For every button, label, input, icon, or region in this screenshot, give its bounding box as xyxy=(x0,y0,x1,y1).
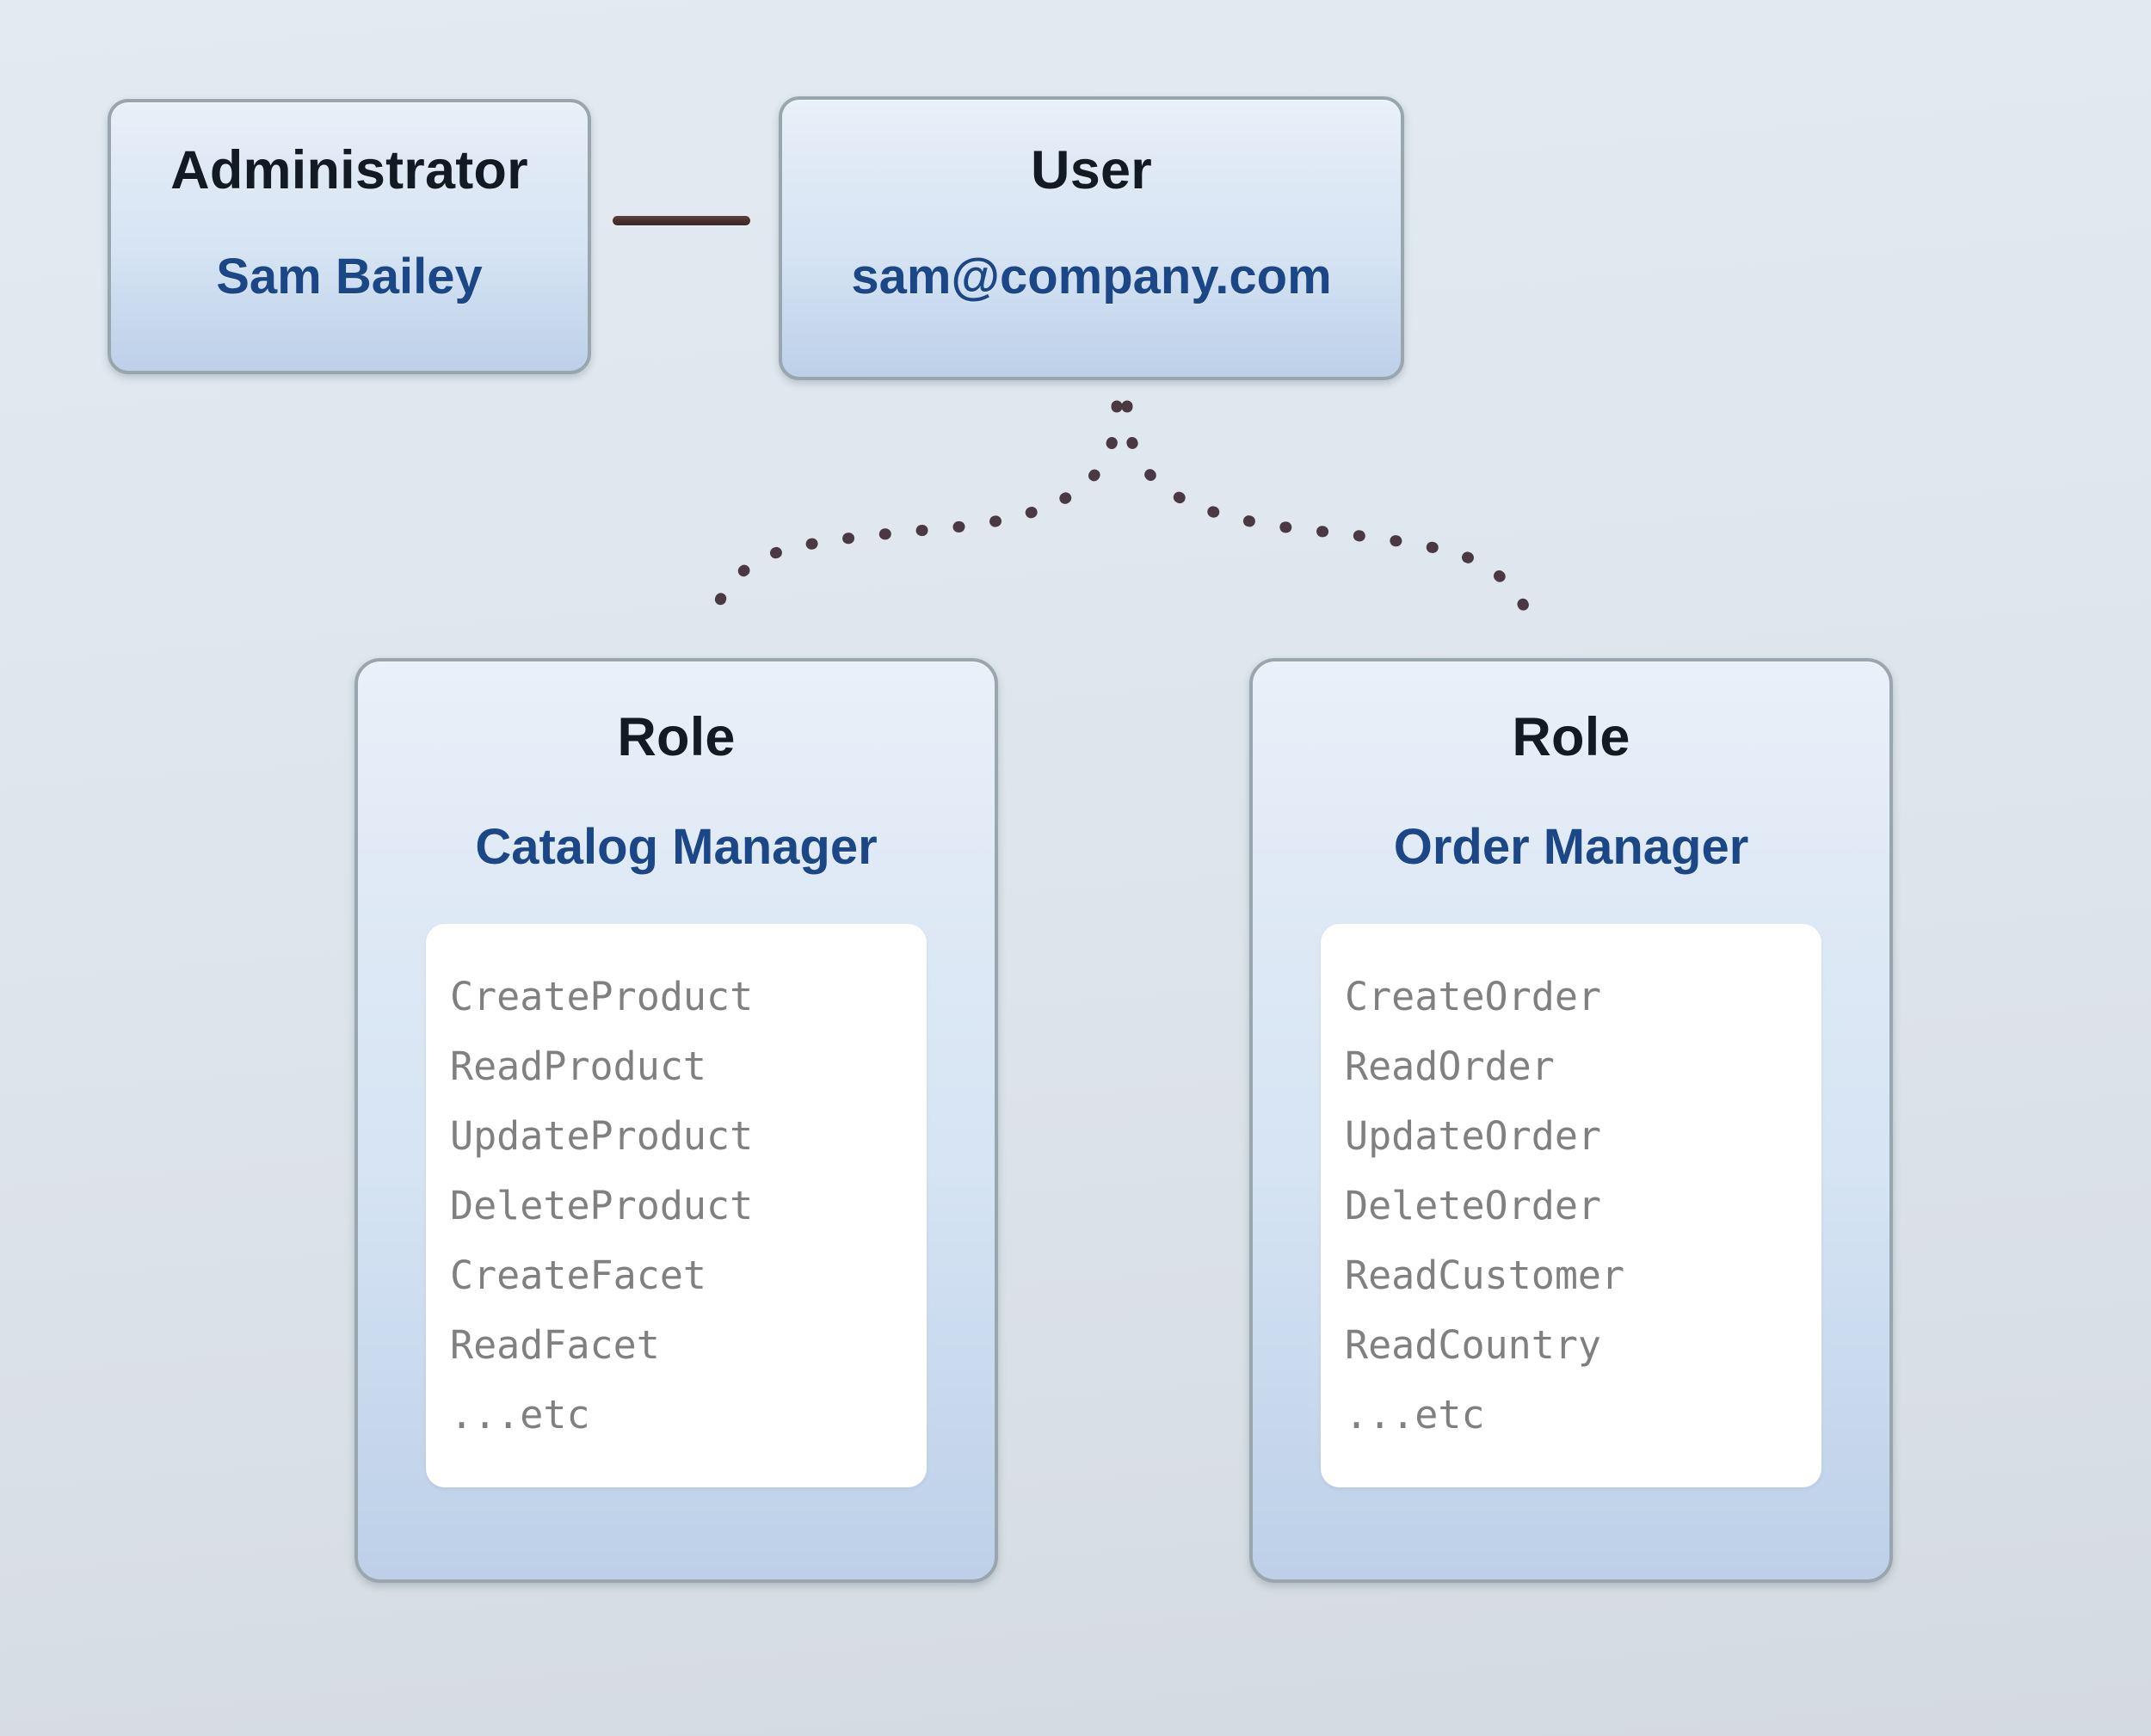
user-to-catalog-role-dotted-path xyxy=(705,400,1123,631)
role-type-label: Role xyxy=(617,707,736,767)
user-value-label: sam@company.com xyxy=(851,249,1332,305)
permission-item: ...etc xyxy=(1345,1392,1485,1437)
permission-item: CreateProduct xyxy=(450,974,754,1019)
permission-item: ReadFacet xyxy=(450,1322,660,1368)
role-type-label: Role xyxy=(1512,707,1630,767)
permission-item: CreateOrder xyxy=(1345,974,1602,1019)
permission-item: ReadProduct xyxy=(450,1043,707,1089)
administrator-node[interactable]: Administrator Sam Bailey xyxy=(108,99,591,374)
permission-item: ReadOrder xyxy=(1345,1043,1555,1089)
user-to-order-role-dotted-path xyxy=(1121,400,1539,632)
user-node[interactable]: User sam@company.com xyxy=(779,96,1404,380)
permission-panel: CreateProduct ReadProduct UpdateProduct … xyxy=(426,924,927,1487)
administrator-type-label: Administrator xyxy=(170,140,528,200)
permission-item: DeleteProduct xyxy=(450,1183,754,1228)
permission-item: ...etc xyxy=(450,1392,590,1437)
administrator-value-label: Sam Bailey xyxy=(216,249,483,305)
permission-panel: CreateOrder ReadOrder UpdateOrder Delete… xyxy=(1321,924,1821,1487)
administrator-user-link xyxy=(613,216,750,225)
role-node-order-manager[interactable]: Role Order Manager CreateOrder ReadOrder… xyxy=(1249,658,1893,1583)
permission-item: DeleteOrder xyxy=(1345,1183,1602,1228)
role-value-label: Order Manager xyxy=(1393,819,1749,875)
user-type-label: User xyxy=(1031,140,1152,200)
role-node-catalog-manager[interactable]: Role Catalog Manager CreateProduct ReadP… xyxy=(354,658,998,1583)
role-value-label: Catalog Manager xyxy=(475,819,878,875)
permission-item: UpdateProduct xyxy=(450,1113,754,1159)
permission-item: CreateFacet xyxy=(450,1253,707,1298)
permission-item: ReadCountry xyxy=(1345,1322,1602,1368)
permission-item: ReadCustomer xyxy=(1345,1253,1625,1298)
permission-item: UpdateOrder xyxy=(1345,1113,1602,1159)
